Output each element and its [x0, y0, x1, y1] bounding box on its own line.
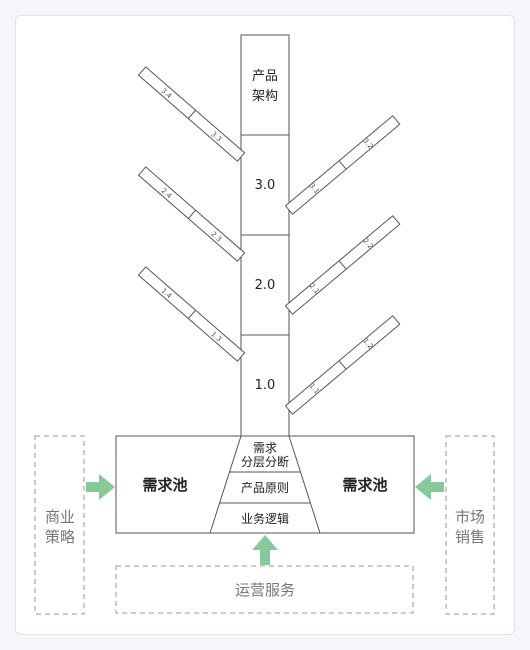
market-sales-box [445, 435, 495, 615]
tower-level-1-label: 1.0 [255, 378, 276, 393]
tower-top-label-1: 产品 [252, 69, 278, 84]
operation-service-box [115, 565, 414, 614]
operation-service-label: 运营服务 [235, 581, 295, 599]
market-sales-label-1: 市场 [455, 508, 485, 526]
right-branch-2: 2.1 2.2 [284, 215, 401, 315]
right-branch-1: 1.1 1.2 [284, 315, 401, 415]
tower-level-3 [240, 134, 290, 236]
tower: 产品 架构 3.0 2.0 1.0 [240, 34, 290, 437]
arrow-from-left [86, 474, 115, 500]
tower-level-1 [240, 334, 290, 437]
tower-level-2-label: 2.0 [255, 278, 276, 293]
arrow-from-bottom [252, 535, 278, 565]
requirement-pool-left-label: 需求池 [142, 476, 187, 494]
funnel-top-label-1: 需求 [253, 441, 277, 455]
tower-level-2 [240, 234, 290, 336]
tower-top-block [240, 34, 290, 136]
business-strategy-box [34, 435, 85, 615]
left-branch-2: 2.3 2.4 [137, 166, 246, 262]
left-branch-1: 1.3 1.4 [137, 266, 246, 362]
requirement-pool-right-label: 需求池 [342, 476, 387, 494]
left-branch-3: 3.3 3.4 [137, 66, 246, 162]
business-strategy-label-2: 策略 [45, 528, 75, 546]
funnel-bottom-label: 业务逻辑 [241, 511, 289, 526]
tower-top-label-2: 架构 [252, 89, 278, 104]
right-branch-3: 3.1 3.2 [284, 115, 401, 215]
funnel-top-label-2: 分层分断 [241, 454, 289, 469]
market-sales-label-2: 销售 [455, 528, 485, 546]
business-strategy-label-1: 商业 [45, 508, 75, 526]
funnel-middle-label: 产品原则 [241, 481, 289, 495]
arrow-from-right [415, 474, 444, 500]
tower-level-3-label: 3.0 [255, 178, 276, 193]
